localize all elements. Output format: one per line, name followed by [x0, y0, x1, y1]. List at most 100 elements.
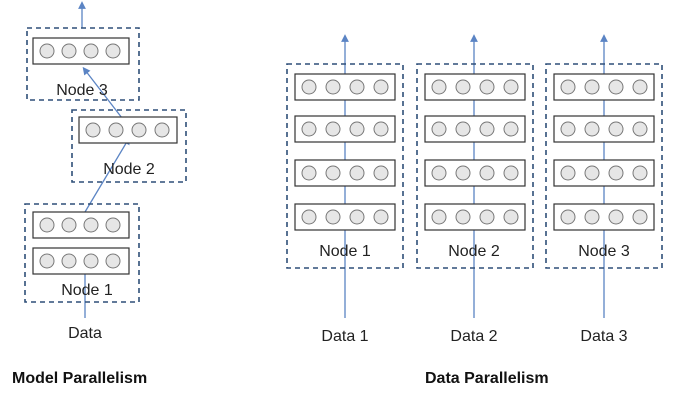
- neuron: [560, 209, 576, 225]
- layer: [78, 116, 178, 144]
- mp-node-3: Node 3: [26, 27, 140, 101]
- layer: [294, 159, 396, 187]
- layer: [294, 203, 396, 231]
- dp-node-3: Node 3 Data 3: [545, 34, 663, 345]
- node-label: Node 2: [448, 243, 500, 260]
- neuron: [503, 209, 519, 225]
- neuron: [325, 165, 341, 181]
- neuron: [560, 121, 576, 137]
- neuron: [301, 121, 317, 137]
- node-label: Node 2: [103, 161, 155, 178]
- layer: [294, 73, 396, 101]
- neuron: [632, 79, 648, 95]
- neuron: [301, 209, 317, 225]
- dp-data-label: Data 1: [321, 328, 368, 345]
- neuron: [632, 121, 648, 137]
- node-dashed-border: [26, 27, 140, 101]
- neuron: [373, 79, 389, 95]
- neuron: [154, 122, 170, 138]
- mp-node-2: Node 2: [71, 109, 187, 183]
- layer: [32, 37, 130, 65]
- neuron: [503, 121, 519, 137]
- neuron: [584, 121, 600, 137]
- neuron: [61, 253, 77, 269]
- neuron: [479, 79, 495, 95]
- neuron: [61, 43, 77, 59]
- neuron: [584, 79, 600, 95]
- neuron: [455, 121, 471, 137]
- dp-data-label: Data 3: [580, 328, 627, 345]
- neuron: [608, 121, 624, 137]
- neuron: [584, 209, 600, 225]
- neuron: [373, 121, 389, 137]
- node-dashed-border: [24, 203, 140, 303]
- neuron: [632, 209, 648, 225]
- neuron: [560, 79, 576, 95]
- neuron: [325, 121, 341, 137]
- node-label: Node 1: [61, 282, 113, 299]
- model-parallelism-diagram: Node 3 Node 2: [24, 1, 187, 342]
- neuron: [105, 217, 121, 233]
- neuron: [479, 165, 495, 181]
- layer: [32, 247, 130, 275]
- layer: [32, 211, 130, 239]
- layer: [424, 203, 526, 231]
- neuron: [431, 121, 447, 137]
- mp-arrow-node1-to-node2: [84, 136, 130, 213]
- neuron: [455, 79, 471, 95]
- neuron: [349, 165, 365, 181]
- neuron: [301, 165, 317, 181]
- layer: [553, 203, 655, 231]
- neuron: [431, 79, 447, 95]
- layer: [553, 115, 655, 143]
- neuron: [584, 165, 600, 181]
- neuron: [39, 253, 55, 269]
- mp-arrow-node2-to-node3: [82, 66, 123, 119]
- node-dashed-border: [416, 63, 534, 269]
- neuron: [608, 79, 624, 95]
- neuron: [349, 79, 365, 95]
- neuron: [479, 121, 495, 137]
- neuron: [349, 209, 365, 225]
- neuron: [503, 165, 519, 181]
- neuron: [455, 165, 471, 181]
- dp-data-label: Data 2: [450, 328, 497, 345]
- neuron: [39, 217, 55, 233]
- neuron: [325, 79, 341, 95]
- neuron: [105, 253, 121, 269]
- neuron: [608, 209, 624, 225]
- node-dashed-border: [286, 63, 404, 269]
- node-label: Node 3: [56, 82, 108, 99]
- neuron: [560, 165, 576, 181]
- layer: [424, 115, 526, 143]
- neuron: [431, 165, 447, 181]
- neuron: [108, 122, 124, 138]
- neuron: [85, 122, 101, 138]
- layer: [553, 73, 655, 101]
- neuron: [373, 209, 389, 225]
- neuron: [105, 43, 121, 59]
- neuron: [479, 209, 495, 225]
- data-parallelism-title: Data Parallelism: [425, 370, 549, 387]
- neuron: [325, 209, 341, 225]
- neuron: [503, 79, 519, 95]
- node-dashed-border: [71, 109, 187, 183]
- node-dashed-border: [545, 63, 663, 269]
- neuron: [301, 79, 317, 95]
- neuron: [83, 43, 99, 59]
- neuron: [61, 217, 77, 233]
- dp-node-2: Node 2 Data 2: [416, 34, 534, 345]
- layer: [424, 159, 526, 187]
- neuron: [349, 121, 365, 137]
- neuron: [83, 217, 99, 233]
- layer: [294, 115, 396, 143]
- neuron: [455, 209, 471, 225]
- neuron: [373, 165, 389, 181]
- mp-node-1: Node 1: [24, 203, 140, 303]
- neuron: [83, 253, 99, 269]
- layer: [424, 73, 526, 101]
- node-label: Node 3: [578, 243, 630, 260]
